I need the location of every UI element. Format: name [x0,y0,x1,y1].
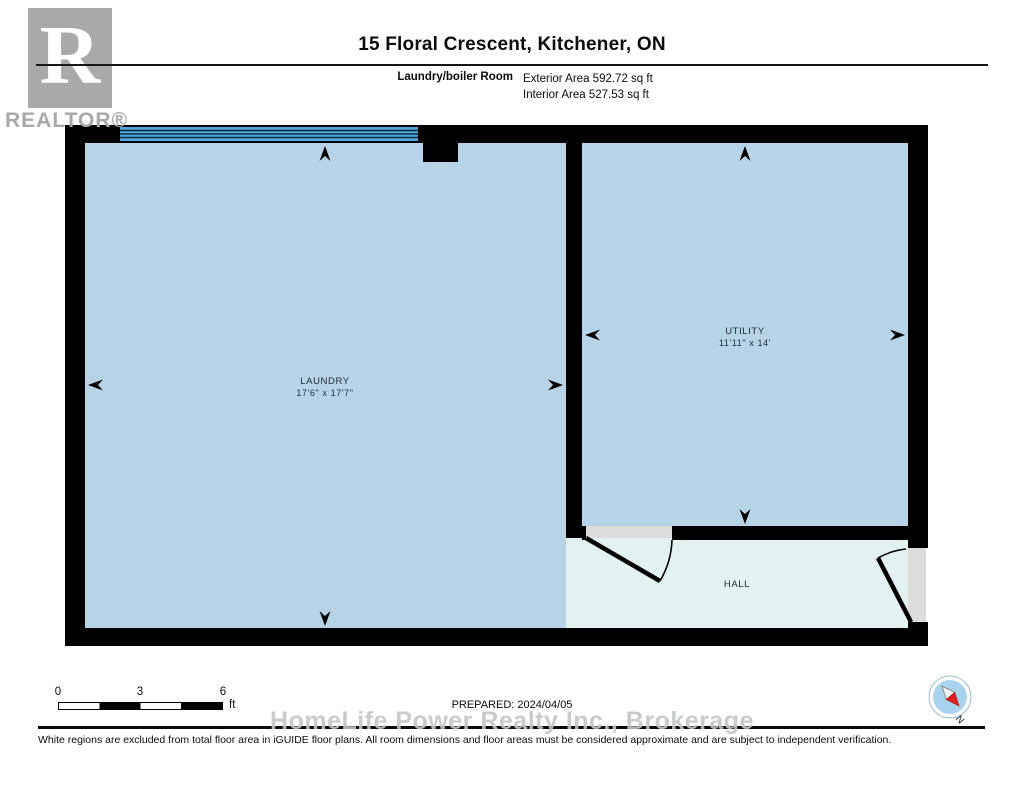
laundry-room-name: LAUNDRY [300,376,349,387]
exterior-area-text: Exterior Area 592.72 sq ft [523,73,653,85]
scale-tick-6: 6 [219,686,227,698]
laundry-utility-divider-wall [566,125,582,538]
hall-area [566,526,908,628]
hall-right-door-opening [908,548,926,622]
hall-room-name: HALL [724,579,750,590]
realtor-logo-letter: R [39,9,101,102]
page-title: 15 Floral Crescent, Kitchener, ON [358,34,666,55]
area-summary: Exterior Area 592.72 sq ft Interior Area… [523,71,653,103]
utility-room-area [582,143,908,526]
laundry-room-area [85,143,566,628]
disclaimer-text: White regions are excluded from total fl… [38,734,892,746]
scale-unit-label: ft [229,699,236,711]
brokerage-watermark: HomeLife Power Realty Inc., Brokerage [270,707,754,735]
footer-divider [38,726,985,729]
utility-room-name: UTILITY [725,326,765,337]
compass-icon: N [928,675,972,726]
utility-room-dimensions: 11'11" x 14' [719,338,771,348]
utility-hall-door-opening [586,526,672,538]
hall-right-door [876,548,913,624]
wall-bump [423,143,458,162]
realtor-logo-text: REALTOR® [5,109,129,132]
laundry-room-dimensions: 17'6" x 17'7" [296,388,353,398]
realtor-logo: R [28,8,112,108]
prepared-date: PREPARED: 2024/04/05 [451,699,573,711]
scale-tick-3: 3 [136,686,144,698]
scale-bar [58,702,223,710]
floor-name-label: Laundry/boiler Room [397,71,513,83]
walls [65,125,928,646]
scale-tick-0: 0 [54,686,62,698]
dimension-arrows [88,146,905,626]
compass-needle-red [945,691,960,707]
interior-area-text: Interior Area 527.53 sq ft [523,89,649,101]
header-divider [36,64,988,66]
utility-hall-door [584,536,673,583]
window [120,127,418,141]
